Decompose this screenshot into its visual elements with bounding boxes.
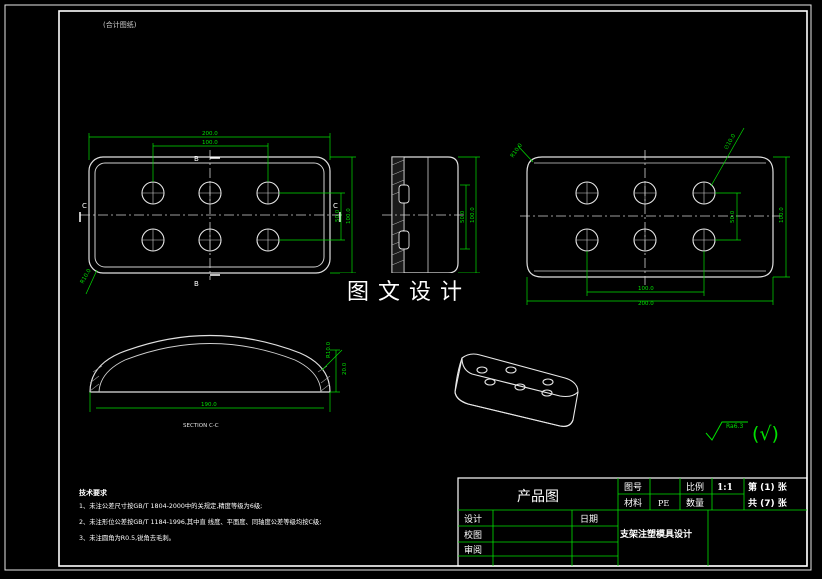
dim-right-width-total: 200.0 (638, 301, 654, 307)
right-view: 100.0 200.0 R10.0 ∅10.0 50.0 100.0 (510, 127, 790, 307)
total-label: 共 (7) 张 (748, 497, 788, 509)
section-title: SECTION C-C (183, 423, 219, 429)
date-label: 日期 (580, 514, 598, 525)
scale-value: 1:1 (717, 483, 733, 493)
inner-border (58, 10, 808, 567)
dim-section-height: 20.0 (342, 362, 348, 375)
drawing-no-label: 图号 (624, 482, 642, 493)
banner-bg (340, 273, 493, 307)
tech-requirement-3: 3、未注圆角为R0.5,锐角去毛刺。 (79, 533, 175, 542)
banner-title: 图 文 设 计 (347, 280, 463, 305)
material-label: 材料 (624, 497, 642, 509)
dim-right-height-total: 100.0 (779, 207, 785, 223)
section-view: 190.0 R10.0 20.0 SECTION C-C (89, 334, 348, 429)
front-view: B B C C 200.0 100.0 50.0 100.0 R10.0 (79, 131, 356, 295)
check-label: 校图 (464, 529, 482, 541)
roughness-symbol: Ra6.3 (√) (705, 421, 779, 445)
dim-front-width-total: 200.0 (202, 131, 218, 137)
design-label: 设计 (464, 513, 482, 525)
dim-side-height-total: 100.0 (470, 207, 476, 223)
dim-right-hole-dia: ∅10.0 (724, 133, 738, 151)
roughness-general: (√) (752, 423, 779, 445)
material-value: PE (658, 499, 669, 508)
scale-label: 比例 (686, 481, 704, 493)
dim-front-width-holes: 100.0 (202, 140, 218, 146)
outer-border (4, 4, 812, 571)
side-view: 50.0 100.0 (382, 156, 480, 274)
sheet-label: 第 (1) 张 (748, 481, 788, 493)
roughness-value: Ra6.3 (726, 423, 743, 430)
dim-section-fillet: R10.0 (326, 341, 332, 358)
dim-right-height-inner: 50.0 (730, 210, 736, 223)
stamp-label: (合计图纸) (103, 20, 137, 29)
review-label: 审阅 (464, 544, 482, 556)
isometric-view (454, 353, 579, 427)
dim-front-height-inner: 50.0 (335, 209, 341, 222)
project-title: 支架注塑模具设计 (619, 528, 692, 540)
tech-requirements: 技术要求 1、未注公差尺寸按GB/T 1804-2000中的关规定,精度等级为6… (79, 488, 321, 542)
section-marker-b-top: B (194, 155, 199, 163)
quantity-label: 数量 (686, 497, 704, 509)
tech-requirements-title: 技术要求 (79, 488, 108, 497)
tech-requirement-1: 1、未注公差尺寸按GB/T 1804-2000中的关规定,精度等级为6级; (79, 501, 262, 510)
section-marker-c-left: C (82, 202, 87, 210)
tech-requirement-2: 2、未注形位公差按GB/T 1184-1996,其中直 线度、平面度、同轴度公差… (79, 517, 321, 526)
dim-side-height: 50.0 (460, 210, 466, 223)
right-holes (575, 181, 716, 252)
dim-section-width: 190.0 (201, 402, 217, 408)
product-label: 产品图 (517, 489, 559, 505)
section-marker-b-bottom: B (194, 280, 199, 288)
dim-front-height-total: 100.0 (346, 208, 352, 224)
title-block: 产品图 图号 材料 PE 比例 1:1 数量 第 (1) 张 共 (7) 张 设… (457, 477, 808, 567)
section-marker-c-right: C (333, 202, 338, 210)
front-holes (141, 181, 280, 252)
dim-right-width-holes: 100.0 (638, 286, 654, 292)
